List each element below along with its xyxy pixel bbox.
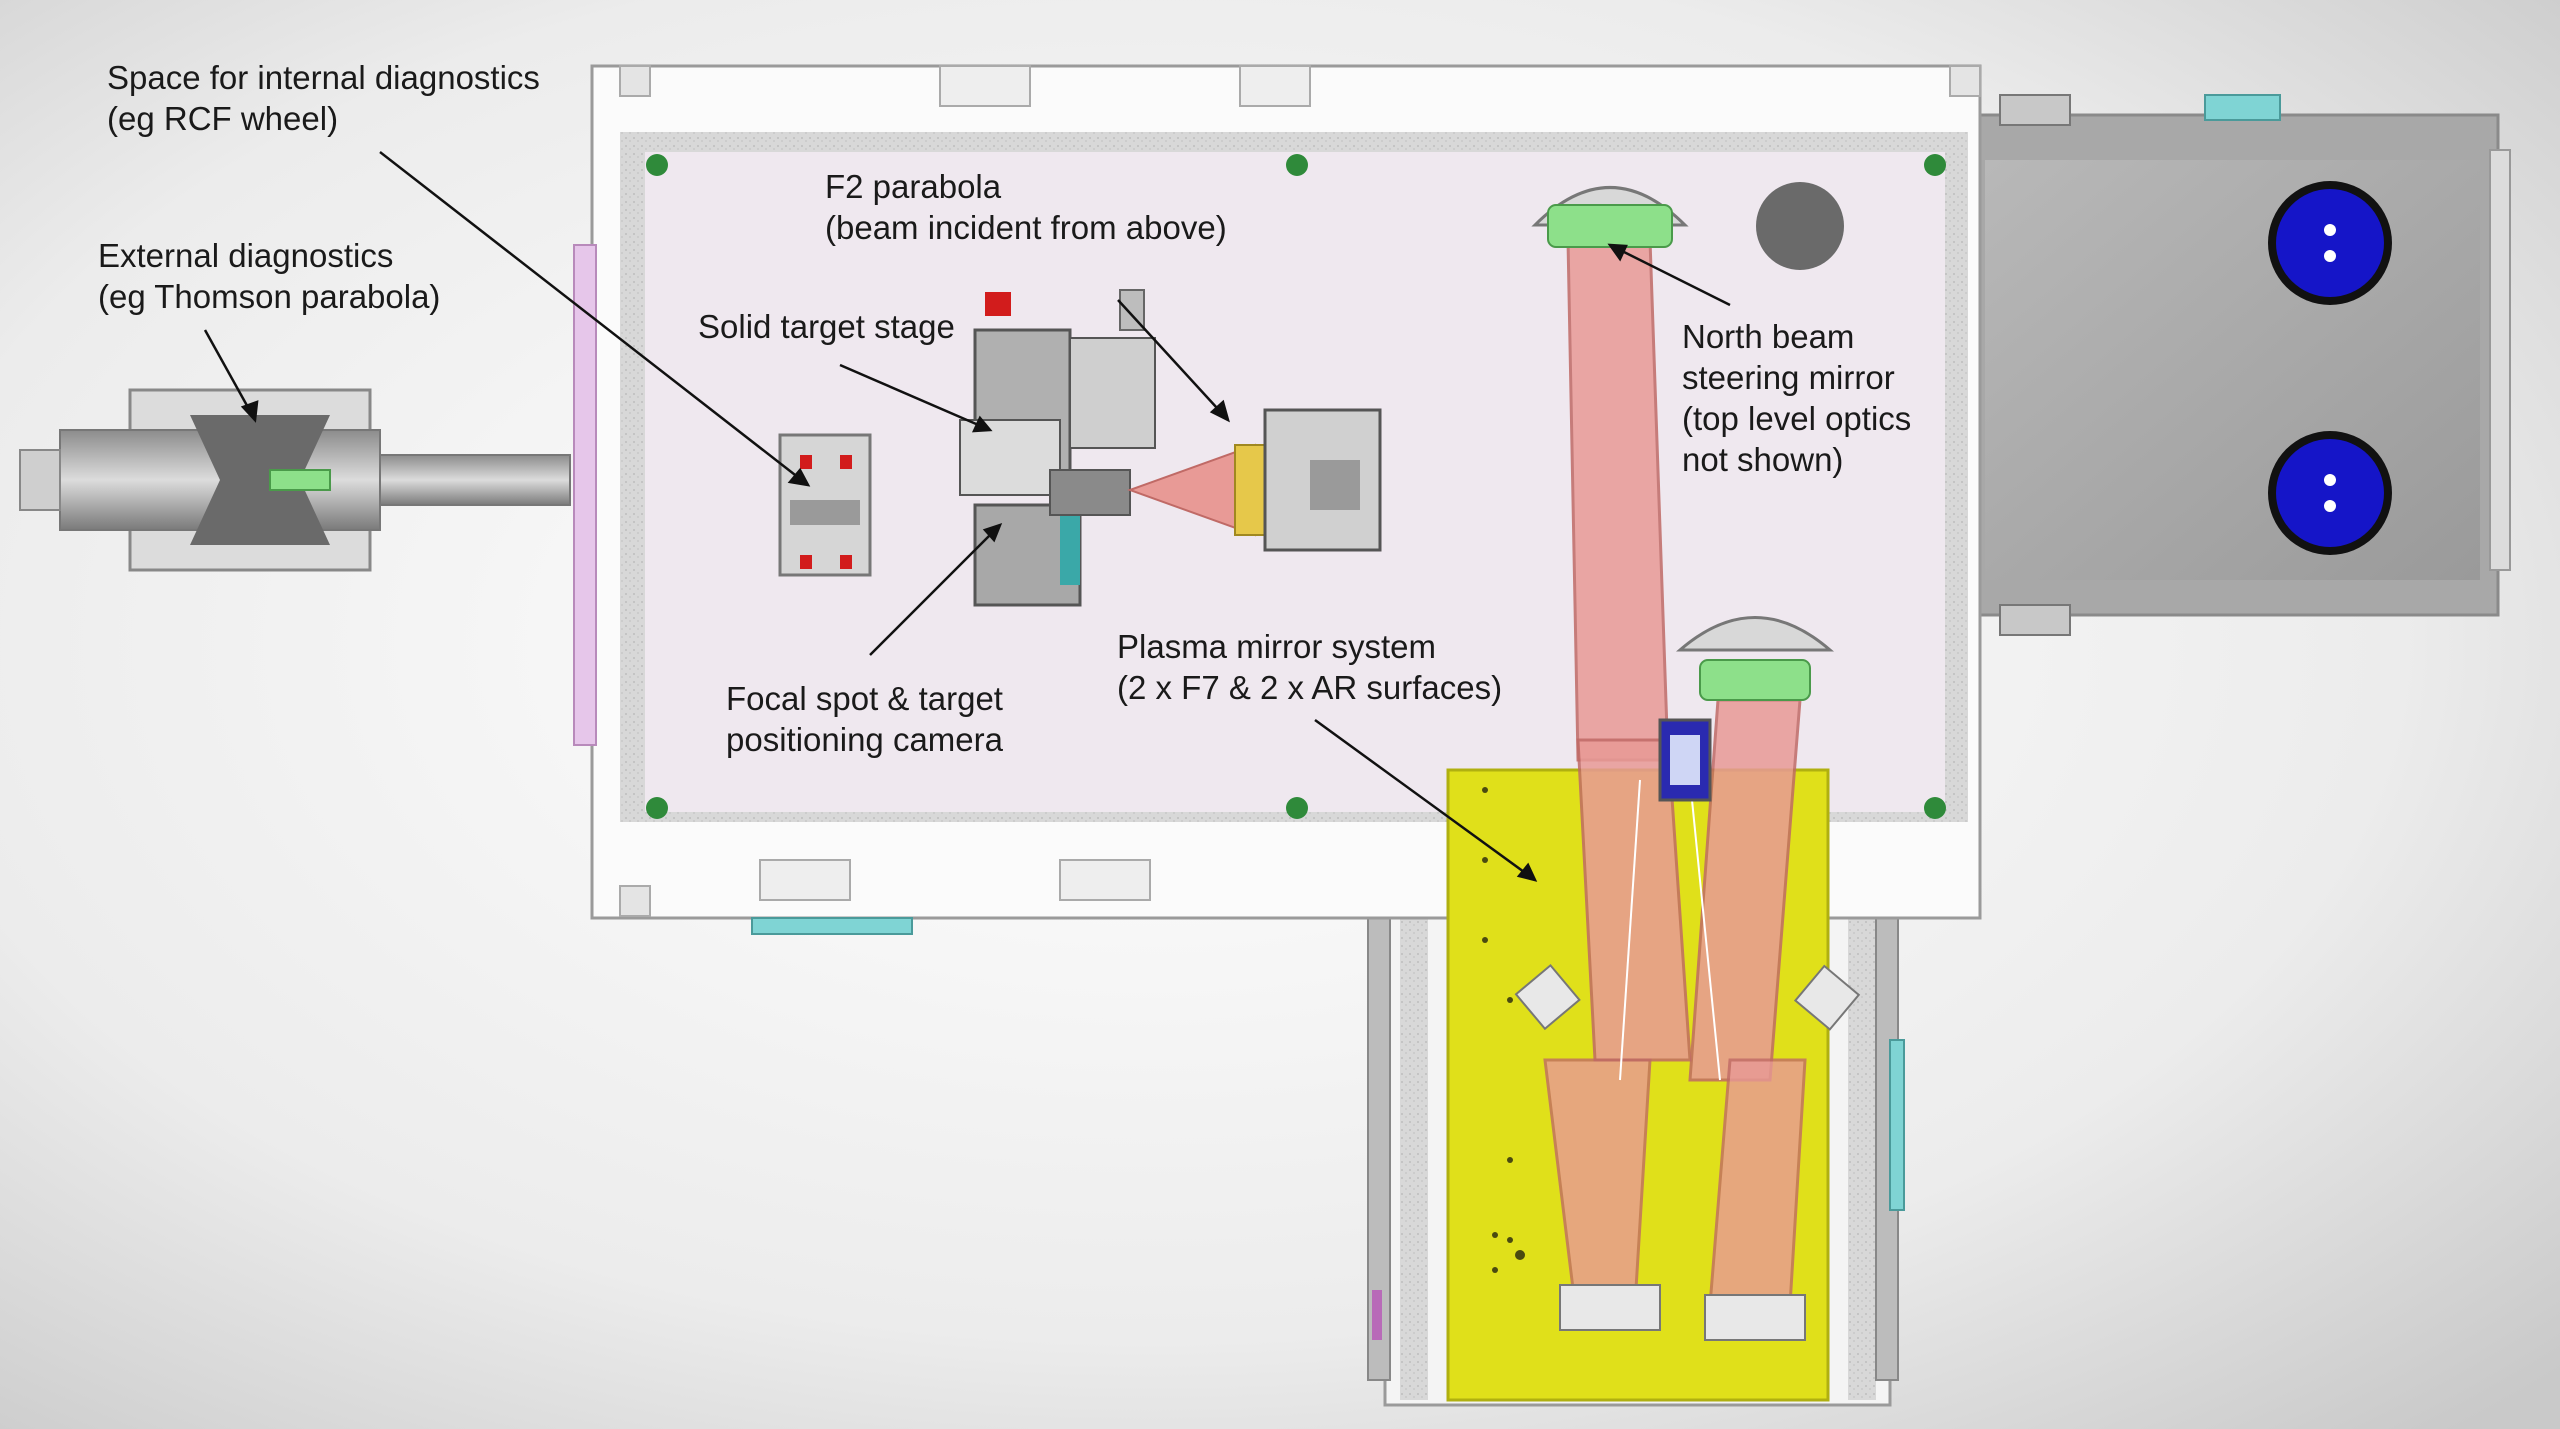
side-mirror-mounts [1514, 963, 1861, 1341]
label-north-beam-mirror-line1: North beam [1682, 318, 1855, 355]
label-f2-parabola-line1: F2 parabola [825, 168, 1002, 205]
label-external-diagnostics-line1: External diagnostics [98, 237, 394, 274]
label-solid-target-stage-line1: Solid target stage [698, 308, 955, 345]
solid-target-stage [959, 292, 1156, 607]
mounting-bolts [646, 154, 1946, 819]
thomson-parabola [19, 388, 571, 572]
label-f2-parabola: F2 parabola (beam incident from above) [825, 166, 1227, 248]
breadboard-holes [1482, 787, 1525, 1273]
label-internal-diagnostics: Space for internal diagnostics (eg RCF w… [107, 57, 540, 139]
label-focal-spot-camera: Focal spot & target positioning camera [726, 678, 1003, 760]
plasma-mirror-mount [1675, 616, 1835, 701]
label-plasma-mirror-line1: Plasma mirror system [1117, 628, 1437, 665]
label-north-beam-mirror-line2: steering mirror [1682, 359, 1895, 396]
label-plasma-mirror: Plasma mirror system (2 x F7 & 2 x AR su… [1117, 626, 1502, 708]
label-internal-diagnostics-line1: Space for internal diagnostics [107, 59, 540, 96]
leader-lines [203, 151, 1731, 882]
label-focal-spot-camera-line1: Focal spot & target [726, 680, 1003, 717]
label-internal-diagnostics-line2: (eg RCF wheel) [107, 100, 339, 137]
north-beam-path [1566, 238, 1692, 1062]
chamber-port [1756, 182, 1844, 270]
label-f2-parabola-line2: (beam incident from above) [825, 209, 1227, 246]
label-external-diagnostics: External diagnostics (eg Thomson parabol… [98, 235, 440, 317]
label-north-beam-mirror: North beam steering mirror (top level op… [1682, 316, 1911, 480]
label-north-beam-mirror-line4: not shown) [1682, 441, 1844, 478]
label-north-beam-mirror-line3: (top level optics [1682, 400, 1912, 437]
viewport-lower [2268, 431, 2392, 555]
label-solid-target-stage: Solid target stage [698, 306, 955, 347]
viewport-upper [2268, 181, 2392, 305]
label-focal-spot-camera-line2: positioning camera [726, 721, 1003, 758]
f2-parabola [1119, 289, 1382, 552]
side-chamber [1966, 94, 2511, 636]
north-steering-mirror [1531, 186, 1689, 248]
plasma-mirror-center [1658, 718, 1712, 802]
label-plasma-mirror-line2: (2 x F7 & 2 x AR surfaces) [1117, 669, 1503, 706]
rcf-wheel-stage [778, 433, 872, 577]
label-external-diagnostics-line2: (eg Thomson parabola) [98, 278, 441, 315]
